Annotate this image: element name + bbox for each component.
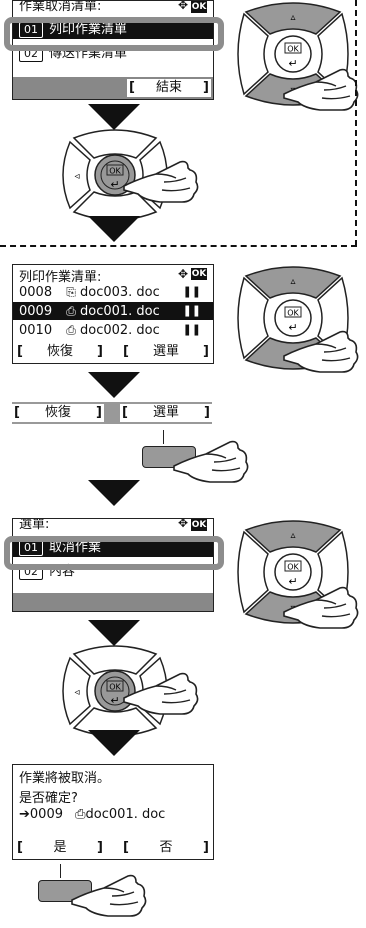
softkey-no[interactable]: 否	[121, 839, 211, 857]
hand-pointer-icon	[71, 874, 147, 917]
cross-key-icon: ✥	[177, 0, 188, 12]
svg-text:▵: ▵	[290, 530, 295, 541]
job-id: 0010	[19, 323, 53, 338]
hand-pointer-icon	[123, 672, 199, 715]
flow-arrow-icon	[88, 372, 140, 398]
print-job-list-screen: 列印作業清單: ✥ OK 0008 ⎘ doc003. doc ❚❚ 0009 …	[12, 264, 214, 364]
job-id: 0008	[19, 285, 53, 300]
print-job-icon: ⎙	[66, 304, 76, 318]
job-row[interactable]: 0010 ⎙ doc002. doc ❚❚	[13, 321, 213, 339]
softkey-bar: 恢復 選單	[13, 341, 213, 363]
softkey-bar: 結束	[13, 77, 213, 99]
softkey-yes[interactable]: 是	[15, 839, 105, 857]
pause-icon: ❚❚	[182, 285, 201, 298]
screen-title: 作業取消清單:	[19, 0, 102, 14]
softkey-bar: 是 否	[13, 837, 213, 859]
screen-title: 選單:	[19, 518, 50, 532]
svg-text:OK: OK	[109, 683, 121, 692]
svg-text:◃: ◃	[74, 687, 79, 698]
selection-highlight-frame	[4, 17, 224, 51]
softkey-bar-zoom: 恢復 選單	[12, 402, 212, 424]
hand-pointer-icon	[283, 586, 359, 629]
ok-badge: OK	[191, 268, 207, 280]
pause-icon: ❚❚	[182, 304, 201, 317]
ok-badge: OK	[191, 519, 207, 531]
svg-text:OK: OK	[109, 167, 121, 176]
svg-text:▵: ▵	[290, 12, 295, 23]
ok-badge: OK	[191, 1, 207, 13]
job-file: doc002. doc	[79, 323, 160, 338]
job-id: 0009	[19, 304, 53, 319]
confirm-cancel-screen: 作業將被取消。 是否確定? ➔0009 ⎙doc001. doc 是 否	[12, 764, 214, 860]
pointer-line	[163, 430, 164, 444]
pointer-line	[60, 864, 61, 878]
flow-arrow-icon	[88, 480, 140, 506]
item-label: 列印作業清單	[49, 22, 128, 37]
hand-pointer-icon	[283, 68, 359, 111]
svg-text:↵: ↵	[110, 694, 119, 707]
job-id: 0009	[29, 807, 63, 822]
svg-text:OK: OK	[287, 309, 299, 318]
print-job-icon: ⎙	[75, 807, 86, 822]
confirm-line-2: 是否確定?	[19, 791, 78, 806]
cross-key-icon: ✥	[177, 518, 188, 530]
svg-text:↵: ↵	[110, 178, 119, 191]
dashed-divider-horizontal	[0, 245, 357, 247]
job-row-selected[interactable]: 0009 ⎙ doc001. doc ❚❚	[13, 302, 213, 320]
softkey-bar	[13, 593, 213, 611]
svg-text:▵: ▵	[290, 276, 295, 287]
softkey-exit[interactable]: 結束	[127, 79, 211, 97]
pause-icon: ❚❚	[182, 323, 201, 336]
hand-pointer-icon	[123, 160, 199, 203]
copy-job-icon: ⎘	[66, 285, 76, 299]
item-label: 取消作業	[49, 540, 102, 555]
softkey-menu[interactable]: 選單	[120, 404, 212, 422]
svg-text:↵: ↵	[288, 57, 297, 70]
svg-text:↵: ↵	[288, 575, 297, 588]
cross-key-icon: ✥	[177, 267, 188, 281]
job-row[interactable]: 0008 ⎘ doc003. doc ❚❚	[13, 283, 213, 301]
svg-text:OK: OK	[287, 563, 299, 572]
selection-highlight-frame	[4, 536, 224, 570]
job-file: doc001. doc	[79, 304, 160, 319]
confirm-job-line: ➔0009 ⎙doc001. doc	[19, 807, 165, 822]
flow-arrow-icon	[88, 216, 140, 242]
job-file: doc003. doc	[79, 285, 160, 300]
dashed-divider-vertical	[355, 0, 357, 246]
flow-arrow-icon	[88, 104, 140, 130]
softkey-menu[interactable]: 選單	[121, 343, 211, 361]
confirm-line-1: 作業將被取消。	[19, 771, 111, 786]
job-file: doc001. doc	[85, 807, 166, 822]
svg-text:↵: ↵	[288, 321, 297, 334]
print-job-icon: ⎙	[66, 323, 76, 337]
hand-pointer-icon	[173, 440, 249, 483]
flow-arrow-icon	[88, 620, 140, 646]
hand-pointer-icon	[283, 330, 359, 373]
arrow-right-icon: ➔	[19, 807, 30, 822]
screen-title: 列印作業清單:	[19, 270, 102, 285]
flow-arrow-icon	[88, 730, 140, 756]
softkey-resume[interactable]: 恢復	[15, 343, 105, 361]
svg-text:◃: ◃	[74, 171, 79, 182]
softkey-resume[interactable]: 恢復	[12, 404, 104, 422]
svg-text:OK: OK	[287, 45, 299, 54]
